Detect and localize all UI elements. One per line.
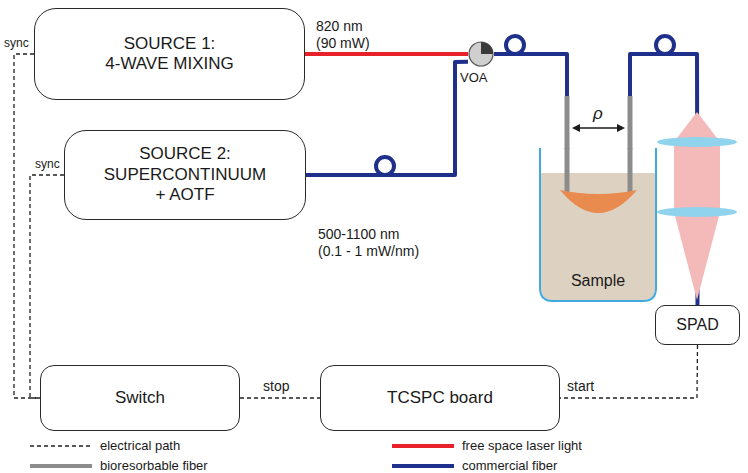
box-text: Switch xyxy=(115,388,165,408)
box-text: SOURCE 1: xyxy=(124,34,216,54)
sample-container: Sample xyxy=(538,148,658,303)
box-text: SPAD xyxy=(676,315,718,334)
fiber-loop xyxy=(376,157,394,175)
lens xyxy=(657,207,737,217)
attenuator-wheel xyxy=(468,41,494,67)
legend-text: free space laser light xyxy=(462,438,582,454)
box-text: SOURCE 2: xyxy=(139,144,231,164)
detector-box: SPAD xyxy=(655,305,740,345)
connector-label: stop xyxy=(263,378,303,395)
attenuator-symbol: VOA xyxy=(468,41,494,67)
connector-label: sync xyxy=(4,36,34,50)
legend-text: bioresorbable fiber xyxy=(100,458,208,473)
connector xyxy=(240,398,320,399)
box-text: 4-WAVE MIXING xyxy=(105,54,233,74)
connector xyxy=(494,54,567,148)
sample-label: Sample xyxy=(538,272,658,290)
legend-line xyxy=(30,461,94,471)
connector-label: start xyxy=(567,378,607,395)
fiber-loop xyxy=(656,36,674,54)
connector xyxy=(306,62,468,175)
legend-text: commercial fiber xyxy=(462,458,557,473)
bioresorbable-fiber xyxy=(565,96,570,149)
legend-line xyxy=(30,441,94,451)
tcspc-box: TCSPC board xyxy=(320,365,560,431)
box-text: TCSPC board xyxy=(387,388,493,408)
legend-line xyxy=(392,441,456,451)
connector xyxy=(305,54,468,55)
legend-line xyxy=(392,461,456,471)
connector xyxy=(560,345,698,398)
source-box: SOURCE 2:SUPERCONTINUUM + AOTF xyxy=(64,130,306,220)
lens xyxy=(657,137,737,147)
distance-symbol: ρ xyxy=(593,104,603,124)
switch-box: Switch xyxy=(40,365,240,431)
connector-label: sync xyxy=(35,157,63,171)
box-text: SUPERCONTINUUM + AOTF xyxy=(100,165,270,206)
fiber-loop xyxy=(506,36,524,54)
attenuator-label: VOA xyxy=(460,70,487,85)
source-box: SOURCE 1:4-WAVE MIXING xyxy=(34,8,305,100)
connector-label: 500-1100 nm (0.1 - 1 mW/nm) xyxy=(318,226,426,260)
distance-arrow xyxy=(572,124,625,132)
legend-text: electrical path xyxy=(100,438,180,454)
connector-label: 820 nm (90 mW) xyxy=(316,18,374,52)
connector xyxy=(14,54,40,398)
bioresorbable-fiber xyxy=(628,96,633,149)
